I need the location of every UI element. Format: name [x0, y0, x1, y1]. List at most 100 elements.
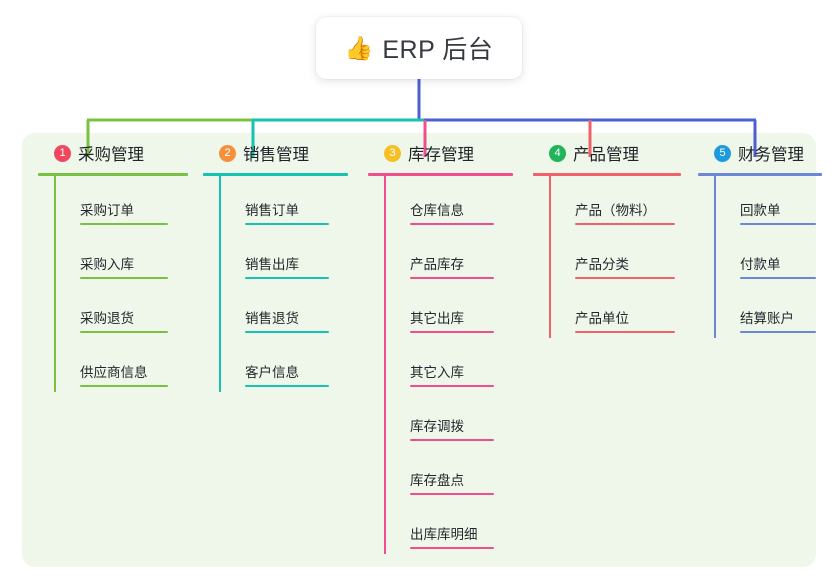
leaf-node-body: 仓库信息 [404, 199, 500, 230]
leaf-node[interactable]: 产品库存 [384, 230, 513, 284]
leaf-node-body: 回款单 [734, 199, 822, 230]
leaf-node[interactable]: 其它出库 [384, 284, 513, 338]
leaf-node[interactable]: 付款单 [714, 230, 822, 284]
leaf-node[interactable]: 产品（物料） [549, 176, 681, 230]
leaf-node-underline [740, 331, 816, 333]
branch-header-2[interactable]: 2 销售管理 [203, 140, 348, 166]
leaf-node-underline [410, 331, 494, 333]
leaf-node-body: 客户信息 [239, 361, 335, 392]
leaf-node[interactable]: 销售出库 [219, 230, 348, 284]
branch-header-3[interactable]: 3 库存管理 [368, 140, 513, 166]
leaf-node[interactable]: 产品分类 [549, 230, 681, 284]
leaf-node-body: 产品（物料） [569, 199, 681, 230]
branch-title: 销售管理 [243, 146, 309, 164]
branch-column-5: 5 财务管理回款单付款单结算账户 [698, 140, 822, 338]
leaf-list: 采购订单采购入库采购退货供应商信息 [38, 176, 188, 392]
leaf-list: 回款单付款单结算账户 [698, 176, 822, 338]
leaf-node[interactable]: 其它入库 [384, 338, 513, 392]
branch-number-badge: 1 [54, 144, 71, 162]
branch-title: 产品管理 [573, 146, 639, 164]
branch-underline [533, 173, 681, 176]
leaf-node-underline [575, 277, 675, 279]
leaf-node-label: 其它入库 [410, 365, 464, 380]
leaf-node-body: 结算账户 [734, 307, 822, 338]
leaf-node[interactable]: 销售订单 [219, 176, 348, 230]
thumbs-up-icon: 👍 [344, 34, 374, 61]
leaf-node-underline [245, 331, 329, 333]
branch-title: 采购管理 [78, 146, 144, 164]
leaf-node[interactable]: 仓库信息 [384, 176, 513, 230]
leaf-node[interactable]: 供应商信息 [54, 338, 188, 392]
leaf-node-body: 销售订单 [239, 199, 335, 230]
leaf-node-underline [575, 223, 675, 225]
leaf-node-body: 销售退货 [239, 307, 335, 338]
leaf-node-body: 采购退货 [74, 307, 174, 338]
branch-title: 库存管理 [408, 146, 474, 164]
leaf-node-label: 客户信息 [245, 365, 299, 380]
root-node-card[interactable]: 👍 ERP 后台 [316, 17, 522, 79]
leaf-node-body: 产品单位 [569, 307, 681, 338]
branch-title: 财务管理 [738, 146, 804, 164]
leaf-node[interactable]: 出库库明细 [384, 500, 513, 554]
branch-underline [368, 173, 513, 176]
leaf-node-underline [410, 385, 494, 387]
leaf-node-underline [410, 223, 494, 225]
branch-spine [384, 176, 386, 554]
leaf-node[interactable]: 回款单 [714, 176, 822, 230]
leaf-node-label: 库存盘点 [410, 473, 464, 488]
leaf-node-body: 采购订单 [74, 199, 174, 230]
leaf-node[interactable]: 销售退货 [219, 284, 348, 338]
leaf-node-body: 供应商信息 [74, 361, 174, 392]
branch-header-1[interactable]: 1 采购管理 [38, 140, 188, 166]
branch-spine [549, 176, 551, 338]
leaf-node[interactable]: 结算账户 [714, 284, 822, 338]
leaf-list: 产品（物料） 产品分类产品单位 [533, 176, 681, 338]
leaf-node[interactable]: 库存调拨 [384, 392, 513, 446]
leaf-node-body: 付款单 [734, 253, 822, 284]
branch-spine [714, 176, 716, 338]
branch-column-3: 3 库存管理仓库信息产品库存其它出库其它入库库存调拨库存盘点出库库明细 [368, 140, 513, 554]
branch-header-5[interactable]: 5 财务管理 [698, 140, 822, 166]
leaf-node-underline [740, 223, 816, 225]
root-node-title: ERP 后台 [382, 36, 494, 64]
leaf-list: 销售订单销售出库销售退货客户信息 [203, 176, 348, 392]
leaf-node-label: 销售出库 [245, 257, 299, 272]
leaf-node-underline [575, 331, 675, 333]
leaf-node[interactable]: 产品单位 [549, 284, 681, 338]
leaf-node-label: 仓库信息 [410, 203, 464, 218]
leaf-node[interactable]: 客户信息 [219, 338, 348, 392]
leaf-node-label: 采购入库 [80, 257, 134, 272]
leaf-node-label: 产品分类 [575, 257, 629, 272]
branch-underline [203, 173, 348, 176]
leaf-node[interactable]: 库存盘点 [384, 446, 513, 500]
leaf-node-underline [740, 277, 816, 279]
leaf-node-label: 产品（物料） [575, 203, 656, 218]
leaf-node[interactable]: 采购退货 [54, 284, 188, 338]
leaf-node-label: 供应商信息 [80, 365, 148, 380]
branch-number-badge: 5 [714, 144, 731, 162]
branch-number-badge: 2 [219, 144, 236, 162]
leaf-node-underline [80, 223, 168, 225]
leaf-node-label: 销售订单 [245, 203, 299, 218]
leaf-node-label: 库存调拨 [410, 419, 464, 434]
leaf-node-label: 结算账户 [740, 311, 794, 326]
branch-column-2: 2 销售管理销售订单销售出库销售退货客户信息 [203, 140, 348, 392]
leaf-node-label: 产品单位 [575, 311, 629, 326]
leaf-node-underline [410, 277, 494, 279]
leaf-node-underline [410, 439, 494, 441]
leaf-node[interactable]: 采购订单 [54, 176, 188, 230]
branch-column-1: 1 采购管理采购订单采购入库采购退货供应商信息 [38, 140, 188, 392]
leaf-node[interactable]: 采购入库 [54, 230, 188, 284]
branch-spine [54, 176, 56, 392]
leaf-node-label: 其它出库 [410, 311, 464, 326]
branch-number-badge: 3 [384, 144, 401, 162]
leaf-node-label: 采购订单 [80, 203, 134, 218]
branch-underline [698, 173, 822, 176]
leaf-node-body: 其它入库 [404, 361, 500, 392]
leaf-node-label: 产品库存 [410, 257, 464, 272]
leaf-node-underline [410, 547, 494, 549]
leaf-node-label: 回款单 [740, 203, 781, 218]
leaf-list: 仓库信息产品库存其它出库其它入库库存调拨库存盘点出库库明细 [368, 176, 513, 554]
